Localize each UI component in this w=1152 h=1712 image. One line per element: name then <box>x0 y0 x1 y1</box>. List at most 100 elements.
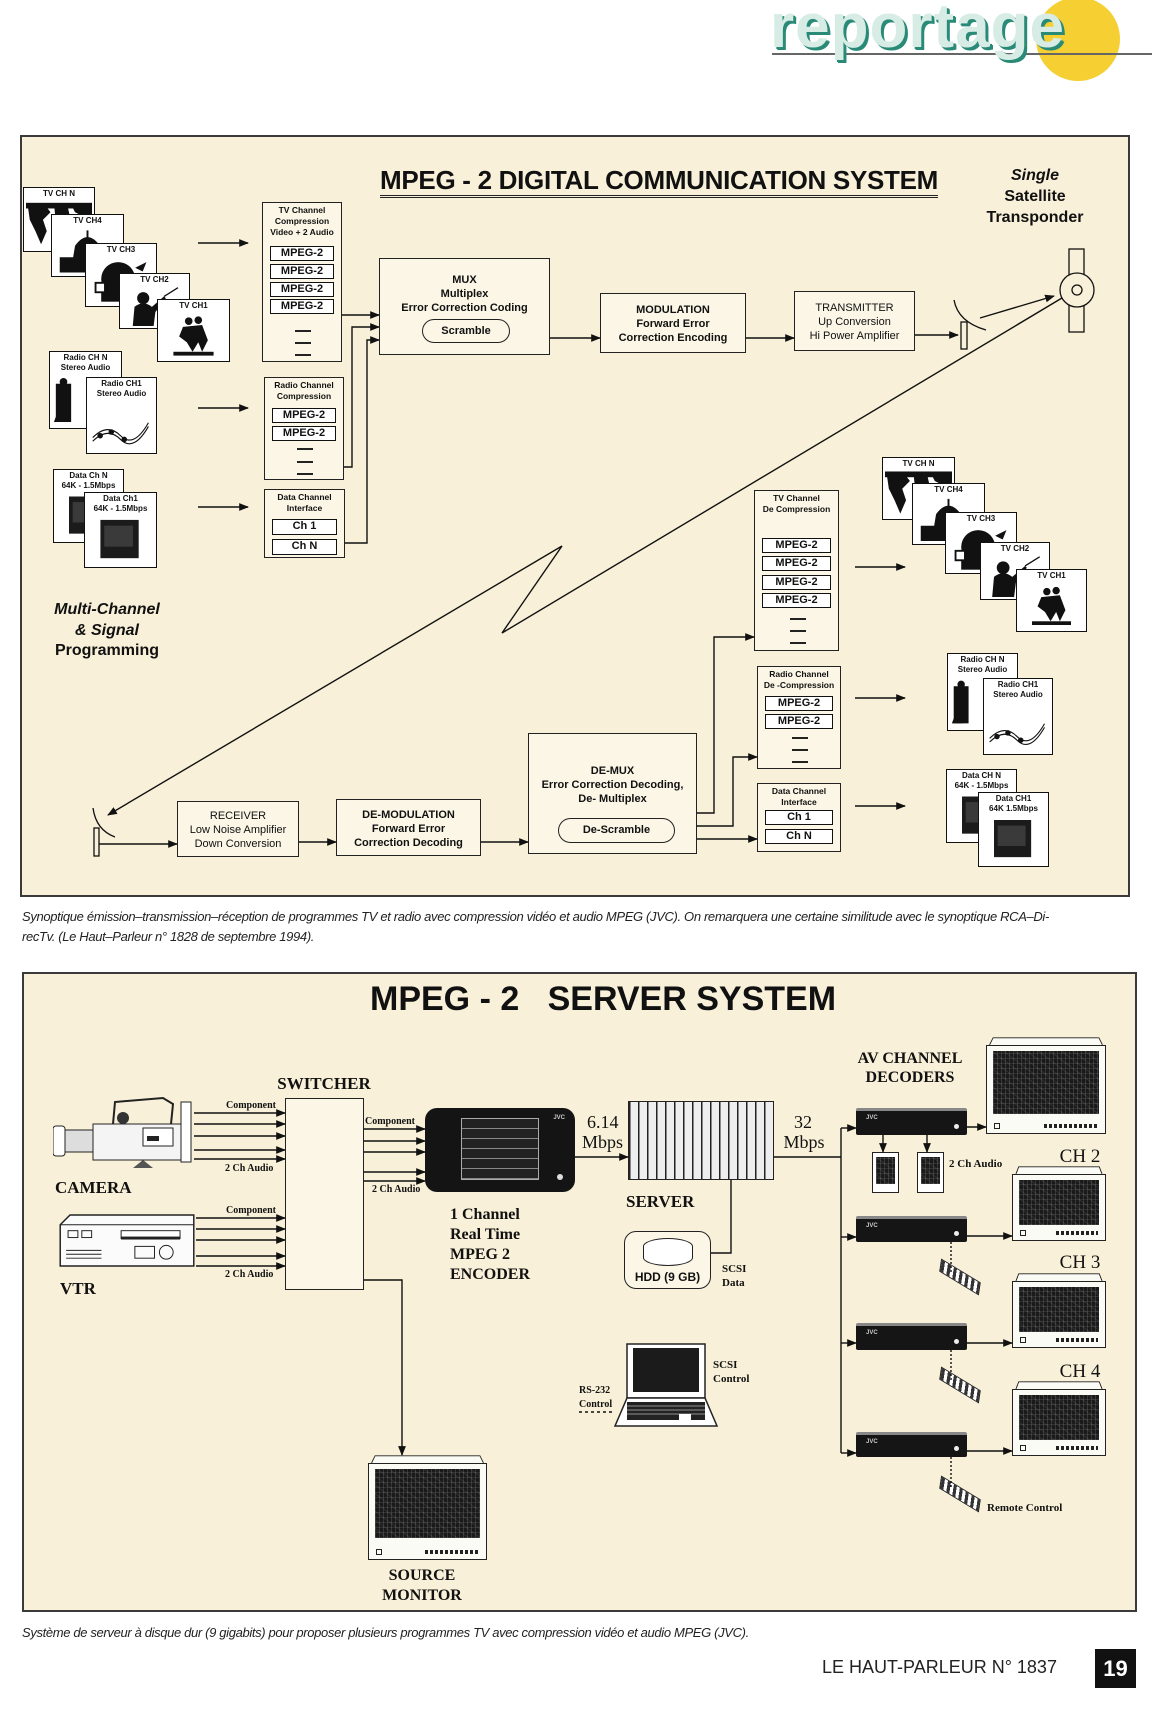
scsi-control-label: Control <box>713 1373 750 1385</box>
modulation-box-line: Correction Encoding <box>618 332 728 344</box>
signal-arrow <box>697 633 755 814</box>
data-interface-box-title: Interface <box>286 503 323 513</box>
radio-source-card-label: Radio CH1 <box>101 379 142 388</box>
data-source-card-label: 64K - 1.5Mbps <box>61 481 116 490</box>
transmitter-box: TRANSMITTER Up Conversion Hi Power Amplifi… <box>794 291 915 351</box>
camera-label: CAMERA <box>55 1178 132 1197</box>
dash-divider <box>789 642 806 644</box>
tv-source-card-label: TV CH N <box>43 189 75 198</box>
rs232-label: Control <box>579 1399 613 1410</box>
tv-source-card: TV CH1 <box>157 299 230 362</box>
decoder-unit: JVC <box>856 1432 967 1457</box>
decoder-led-icon <box>954 1339 959 1344</box>
mux-box-line: Error Correction Coding <box>401 302 528 314</box>
tv-compression-box-slot: MPEG-2 <box>270 246 334 261</box>
tv-source-card-label: TV CH1 <box>179 301 208 310</box>
decoder-brand: JVC <box>866 1330 878 1336</box>
transmitter-box-line: TRANSMITTER <box>815 302 894 314</box>
decoder-led-icon <box>954 1231 959 1236</box>
page-number: 19 <box>1095 1649 1136 1688</box>
tv-source-card-label: TV CH3 <box>106 245 136 254</box>
speaker-icon <box>53 377 72 423</box>
dash-divider <box>297 448 313 450</box>
radio-compression-box-slot: MPEG-2 <box>272 426 336 441</box>
switcher-label: SWITCHER <box>277 1074 371 1093</box>
modulation-box-line: MODULATION <box>636 304 710 316</box>
section-logo: reportage <box>770 0 1065 61</box>
descramble-pill: De-Scramble <box>558 818 675 843</box>
switcher-box <box>285 1098 364 1290</box>
uplink-arrow <box>979 294 1055 319</box>
mux-box-line: Multiplex <box>440 288 489 300</box>
data-icon <box>994 820 1032 858</box>
dash-divider <box>789 630 806 632</box>
scsi-data-label: Data <box>722 1277 745 1289</box>
encoder-unit: JVC <box>425 1108 575 1192</box>
tv-source-card-label: TV CH4 <box>73 216 102 225</box>
modulation-box-line: Forward Error <box>636 318 710 330</box>
hdd-cylinder-icon <box>643 1238 693 1266</box>
decoder-led-icon <box>954 1446 959 1451</box>
receiver-box-line: RECEIVER <box>209 810 267 822</box>
dash-divider <box>789 618 806 620</box>
monitor-buttons <box>425 1550 479 1554</box>
server-diagram-title: MPEG - 2 SERVER SYSTEM <box>370 980 837 1018</box>
data-output-card-label: Data CH1 <box>995 794 1032 803</box>
laptop-icon <box>613 1343 719 1427</box>
radio-output-card-label: Radio CH N <box>960 655 1005 664</box>
scsi-data-link <box>711 1180 732 1254</box>
radio-source-card-label: Radio CH N <box>63 353 108 362</box>
monitor-screen <box>1019 1287 1099 1332</box>
vtr-label: VTR <box>60 1279 96 1298</box>
channel-4-monitor <box>1012 1381 1106 1456</box>
demodulation-box-line: DE-MODULATION <box>362 808 455 821</box>
scramble-pill: Scramble <box>422 319 510 343</box>
demux-box-line: Error Correction Decoding, <box>541 779 684 791</box>
monitor-buttons <box>1055 1446 1098 1450</box>
dash-divider <box>295 330 311 332</box>
decoder-brand: JVC <box>866 1439 878 1445</box>
encoder-label: MPEG 2 <box>450 1246 510 1263</box>
data-icon <box>100 519 139 559</box>
dancers-icon <box>173 316 214 356</box>
demux-box-line: DE-MUX <box>590 765 635 777</box>
decoder-brand: JVC <box>866 1115 878 1121</box>
data-source-card-label: 64K - 1.5Mbps <box>93 504 148 513</box>
tv-decompression-box-title: TV Channel <box>773 493 820 503</box>
satellite-label-satellite: Satellite <box>1004 188 1066 205</box>
data-out-interface-box-title: Interface <box>781 797 817 807</box>
data-output-card-label: 64K - 1.5Mbps <box>954 781 1009 790</box>
source-monitor-label: SOURCE <box>388 1567 456 1584</box>
transmitter-box-line: Hi Power Amplifier <box>809 330 900 342</box>
transmitter-box-line: Up Conversion <box>818 316 891 328</box>
downlink-lightning-arrow <box>107 291 1073 816</box>
tv-source-card-label: TV CH2 <box>140 275 169 284</box>
channel-label: CH 4 <box>1059 1361 1101 1382</box>
tv-compression-box-slot: MPEG-2 <box>270 282 334 297</box>
tv-output-card: TV CH1 <box>1016 569 1087 632</box>
tv-decompression-box-slot: MPEG-2 <box>762 556 831 571</box>
caption-1-line-2: recTv. (Le Haut–Parleur n° 1828 de septe… <box>22 929 315 944</box>
monitor-power-button <box>994 1123 1000 1129</box>
logo-circle <box>1036 0 1120 81</box>
tv-output-card-label: TV CH N <box>902 459 935 468</box>
channel-label: CH 3 <box>1059 1252 1101 1273</box>
encoder-label: 1 Channel <box>450 1206 520 1223</box>
radio-output-card-label: Stereo Audio <box>957 665 1008 674</box>
satellite-label-single: Single <box>1010 167 1059 184</box>
tv-compression-box-title: TV Channel <box>278 205 326 215</box>
tv-compression-box-slot: MPEG-2 <box>270 264 334 279</box>
encoder-knob-icon <box>557 1174 563 1180</box>
radio-source-card-label: Stereo Audio <box>60 363 111 372</box>
server-rate-unit: Mbps <box>783 1132 825 1152</box>
tv-decompression-box-slot: MPEG-2 <box>762 538 831 553</box>
data-source-card-label: Data Ch1 <box>103 494 138 503</box>
camera-icon <box>53 1096 192 1168</box>
